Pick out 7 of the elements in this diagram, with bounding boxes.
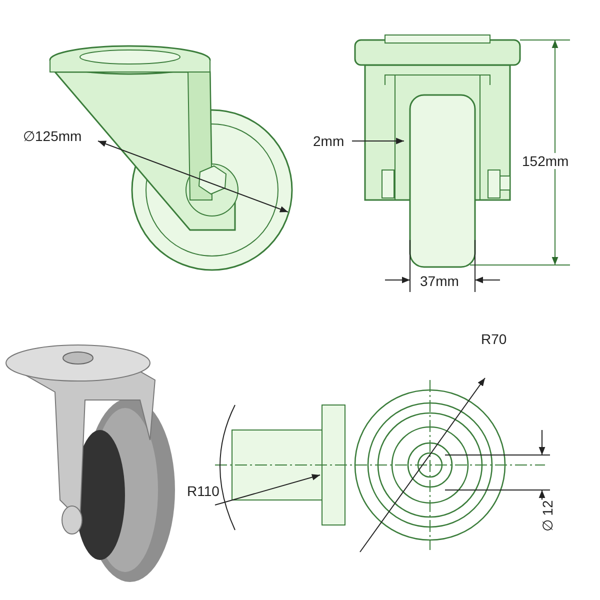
dimension-label: ∅125mm — [22, 128, 83, 144]
dimension-label: 2mm — [312, 133, 346, 149]
dimension-label: ∅ 12 — [540, 499, 556, 533]
dimension-label: 152mm — [521, 153, 570, 169]
dimension-label: R70 — [480, 331, 508, 347]
dimension-label: 37mm — [419, 273, 460, 289]
dimension-label: R110 — [186, 483, 220, 499]
